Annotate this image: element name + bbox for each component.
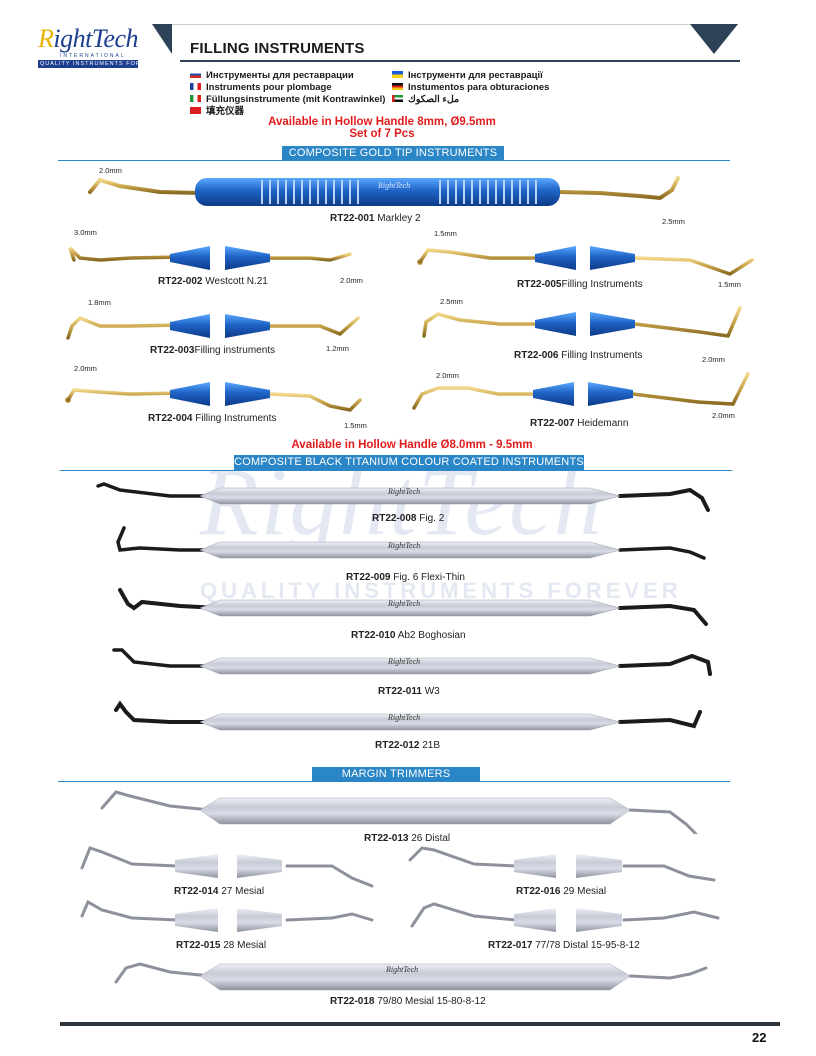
instrument-rt22-009-image: RightTech [116,526,706,560]
instrument-rt22-014-image [80,846,374,888]
rt22-004-left-size: 2.0mm [74,364,97,373]
rt22-007-right-size: 2.0mm [712,411,735,420]
instrument-rt22-013-image [100,790,698,834]
ukraine-flag-icon [392,70,403,78]
instrument-rt22-004-image [65,382,362,412]
russia-flag-icon [190,70,201,78]
lang-ru: Инструменты для реставрации [190,70,354,81]
section-rule-black [60,470,732,471]
instrument-rt22-002-image [68,246,352,270]
header-right-chevron [690,24,738,54]
rt22-007-label: RT22-007 Heidemann [530,418,629,429]
rt22-009-handle-brand: RightTech [387,541,420,550]
rt22-004-label: RT22-004 Filling Instruments [148,413,277,424]
instrument-rt22-015-image [80,899,374,932]
instrument-rt22-003-image [66,314,360,340]
hollow-handle-note-2: Available in Hollow Handle Ø8.0mm - 9.5m… [291,439,533,451]
rt22-005-left-size: 1.5mm [434,229,457,238]
section-banner-gold: COMPOSITE GOLD TIP INSTRUMENTS [282,146,504,161]
lang-de: Instumentos para obturaciones [392,82,549,93]
section-banner-black: COMPOSITE BLACK TITANIUM COLOUR COATED I… [234,455,584,470]
instrument-rt22-010-image: RightTech [118,588,708,626]
rt22-006-right-size: 2.0mm [702,355,725,364]
instrument-rt22-001-image: RightTech [88,176,680,206]
page-title: FILLING INSTRUMENTS [190,40,365,57]
rt22-002-left-size: 3.0mm [74,228,97,237]
rt22-001-right-size: 2.5mm [662,217,685,226]
logo-text: RightTech [38,24,138,53]
rt22-001-left-size: 2.0mm [99,166,122,175]
instrument-rt22-012-image: RightTech [114,700,702,731]
lang-it: Füllungsinstrumente (mit Kontrawinkel) [190,94,385,105]
rt22-003-left-size: 1.8mm [88,298,111,307]
instrument-rt22-017-image [410,902,720,932]
instrument-rt22-011-image: RightTech [112,648,712,676]
rt22-011-handle-brand: RightTech [387,657,420,666]
header-underline [180,60,740,62]
rt22-017-label: RT22-017 77/78 Distal 15-95-8-12 [488,940,640,951]
instrument-rt22-018-image: RightTech [114,962,708,991]
rt22-009-label: RT22-009 Fig. 6 Flexi-Thin [346,572,465,583]
rt22-008-label: RT22-008 Fig. 2 [372,513,445,524]
rt22-011-label: RT22-011 W3 [378,686,440,697]
watermark-tagline: QUALITY INSTRUMENTS FOREVER [200,578,682,603]
rt22-001-handle-brand: RightTech [377,181,410,190]
rt22-012-handle-brand: RightTech [387,713,420,722]
rt22-007-left-size: 2.0mm [436,371,459,380]
rt22-016-label: RT22-016 29 Mesial [516,886,607,897]
germany-flag-icon [392,82,403,90]
rt22-005-right-size: 1.5mm [718,280,741,289]
logo-tagline: QUALITY INSTRUMENTS FOREVER [38,60,138,68]
instrument-rt22-008-image: RightTech [96,482,710,512]
page-number: 22 [752,1030,767,1045]
lang-ua: Інструменти для реставрації [392,70,543,81]
lang-ae: ملء الصكوك [392,94,459,105]
rt22-014-label: RT22-014 27 Mesial [174,886,265,897]
instrument-rt22-007-image [412,372,750,410]
instrument-rt22-006-image [422,306,742,338]
header-left-chevron [152,24,172,54]
instrument-rt22-005-image [417,246,754,276]
lang-fr: Instruments pour plombage [190,82,332,93]
rt22-003-label: RT22-003Filling instruments [150,345,276,356]
brand-logo: RightTech INTERNATIONAL QUALITY INSTRUME… [38,26,138,68]
instrument-rt22-016-image [408,846,716,882]
rt22-010-label: RT22-010 Ab2 Boghosian [351,630,466,641]
rt22-005-label: RT22-005Filling Instruments [517,279,643,290]
footer-rule [60,1022,780,1026]
rt22-013-label: RT22-013 26 Distal [364,833,451,844]
rt22-003-right-size: 1.2mm [326,344,349,353]
rt22-002-label: RT22-002 Westcott N.21 [158,276,268,287]
rt22-001-label: RT22-001 Markley 2 [330,213,421,224]
uae-flag-icon [392,94,403,102]
section-banner-margin: MARGIN TRIMMERS [312,767,480,782]
rt22-006-left-size: 2.5mm [440,297,463,306]
logo-subtitle: INTERNATIONAL [60,53,126,59]
lang-cn: 填充仪器 [190,106,244,117]
rt22-002-right-size: 2.0mm [340,276,363,285]
rt22-015-label: RT22-015 28 Mesial [176,940,267,951]
france-flag-icon [190,82,201,90]
rt22-008-handle-brand: RightTech [387,487,420,496]
set-count-note: Set of 7 Pcs [349,128,415,140]
china-flag-icon [190,106,201,114]
rt22-004-right-size: 1.5mm [344,421,367,430]
rt22-018-label: RT22-018 79/80 Mesial 15-80-8-12 [330,996,486,1007]
rt22-018-handle-brand: RightTech [385,965,418,974]
rt22-006-label: RT22-006 Filling Instruments [514,350,643,361]
italy-flag-icon [190,94,201,102]
header-top-rule [172,24,738,25]
rt22-010-handle-brand: RightTech [387,599,420,608]
rt22-012-label: RT22-012 21B [375,740,441,751]
hollow-handle-note: Available in Hollow Handle 8mm, Ø9.5mm [268,116,496,128]
